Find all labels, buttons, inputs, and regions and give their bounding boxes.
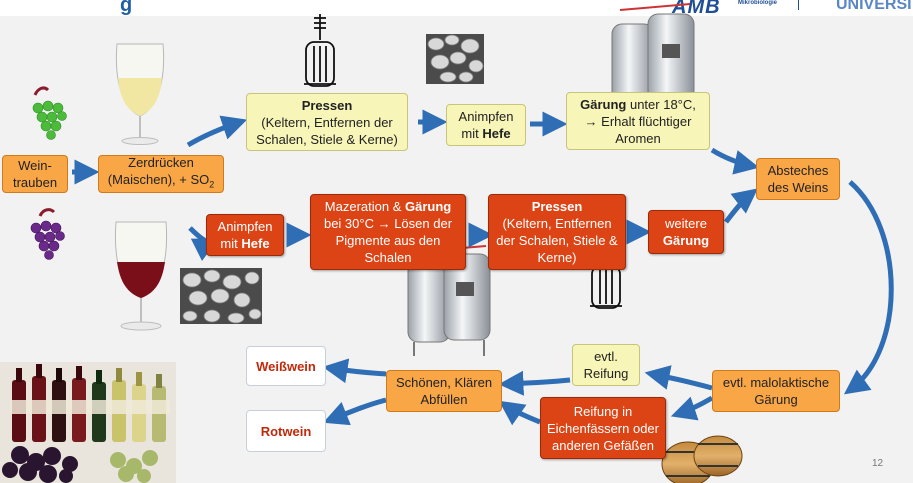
box-inoculate-white-line1: Animpfen — [458, 109, 514, 124]
box-inoculate-red-line1: Animpfen — [217, 219, 273, 234]
box-maceration-prefix: Mazeration & — [324, 199, 405, 214]
box-fermentation-white-line2: → Erhalt flüchtiger Aromen — [584, 113, 692, 146]
box-inoculate-red: Animpfen mit Hefe — [206, 214, 284, 256]
arrow-racking-to-malolactic — [843, 180, 894, 395]
box-fermentation-white-bold: Gärung — [580, 96, 627, 112]
box-press-red: Pressen (Keltern, Entfernen der Schalen,… — [488, 194, 626, 270]
arrow-fining-to-white-wine — [322, 358, 387, 384]
box-inoculate-white-mit: mit — [461, 126, 483, 141]
box-maceration-line1: Mazeration & Gärung — [325, 198, 451, 215]
white-wine-glass-icon — [115, 43, 165, 145]
box-maceration: Mazeration & Gärung bei 30°C → Lösen der… — [310, 194, 466, 270]
box-fining-bottling: Schönen, Klären Abfüllen — [386, 370, 502, 412]
box-further-fermentation: weitere Gärung — [648, 210, 724, 254]
box-crushing: Zerdrücken (Maischen), + SO2 — [98, 155, 224, 193]
box-maceration-bold: Gärung — [404, 199, 452, 214]
arrow-malolactic-to-optional-maturation — [644, 365, 713, 391]
box-press-red-title: Pressen — [531, 199, 583, 214]
red-grapes-icon — [30, 208, 65, 260]
arrow-oak-maturation-to-fining — [498, 400, 541, 426]
white-grapes-icon — [32, 86, 67, 140]
box-inoculate-white: Animpfen mit Hefe — [446, 104, 526, 146]
wine-bottles-image — [0, 362, 176, 483]
arrow-further-fermentation-to-racking — [724, 188, 758, 224]
box-optional-maturation: evtl. Reifung — [572, 344, 640, 386]
box-malolactic: evtl. malolaktische Gärung — [712, 370, 840, 412]
red-wine-glass-icon — [114, 221, 168, 331]
box-fermentation-white-temp: unter 18°C, — [626, 96, 696, 112]
so2-subscript: 2 — [209, 179, 215, 190]
flow-arrows — [72, 109, 894, 426]
box-white-wine: Weißwein — [246, 346, 326, 386]
box-crushing-line2-text: (Maischen), + SO — [107, 172, 210, 188]
box-further-fermentation-bold: Gärung — [662, 233, 710, 248]
barrels-icon — [661, 435, 743, 483]
arrow-optional-maturation-to-fining — [498, 370, 571, 396]
steel-tank-icon-top — [611, 3, 695, 118]
box-crushing-line1: Zerdrücken — [128, 155, 194, 171]
box-press-white-body: (Keltern, Entfernen der Schalen, Stiele … — [256, 114, 398, 147]
box-crushing-line2: (Maischen), + SO2 — [108, 171, 215, 194]
box-oak-maturation: Reifung in Eichenfässern oder anderen Ge… — [540, 397, 666, 459]
box-inoculate-white-yeast: Hefe — [482, 126, 511, 141]
arrow-malolactic-to-oak-maturation — [670, 395, 714, 421]
arrow-crush-to-press-white — [186, 115, 248, 148]
steel-tank-icon-bottom — [407, 245, 491, 356]
box-fermentation-white-line1: Gärung unter 18°C, — [580, 96, 696, 113]
logo-separator — [798, 0, 799, 10]
arrow-fining-to-red-wine — [323, 397, 387, 426]
box-further-fermentation-line1: weitere — [665, 216, 707, 231]
page-title-fragment: g — [120, 0, 133, 16]
box-fermentation-white: Gärung unter 18°C, → Erhalt flüchtiger A… — [566, 92, 710, 150]
arrow-ferment-to-racking — [710, 147, 760, 175]
university-logo: UNIVERSIT — [836, 0, 913, 13]
box-inoculate-white-line2: mit Hefe — [461, 125, 510, 142]
box-red-wine: Rotwein — [246, 410, 326, 452]
box-press-white-title: Pressen — [301, 97, 353, 113]
box-press-white: Pressen (Keltern, Entfernen der Schalen,… — [246, 93, 408, 151]
box-press-red-body: (Keltern, Entfernen der Schalen, Stiele … — [496, 216, 618, 265]
box-racking: Absteches des Weins — [756, 158, 840, 200]
box-inoculate-red-mit: mit — [220, 236, 242, 251]
box-maceration-body: bei 30°C → Lösen der Pigmente aus den Sc… — [323, 216, 453, 265]
yeast-micrograph-top — [426, 34, 484, 84]
box-inoculate-red-yeast: Hefe — [241, 236, 270, 251]
page-number: 12 — [872, 458, 884, 469]
yeast-micrograph-bottom — [180, 268, 262, 324]
press-icon-top — [304, 14, 336, 87]
logo-subtitle: Mikrobiologie — [738, 0, 777, 6]
box-grapes: Wein- trauben — [2, 155, 68, 193]
box-inoculate-red-line2: mit Hefe — [220, 235, 269, 252]
